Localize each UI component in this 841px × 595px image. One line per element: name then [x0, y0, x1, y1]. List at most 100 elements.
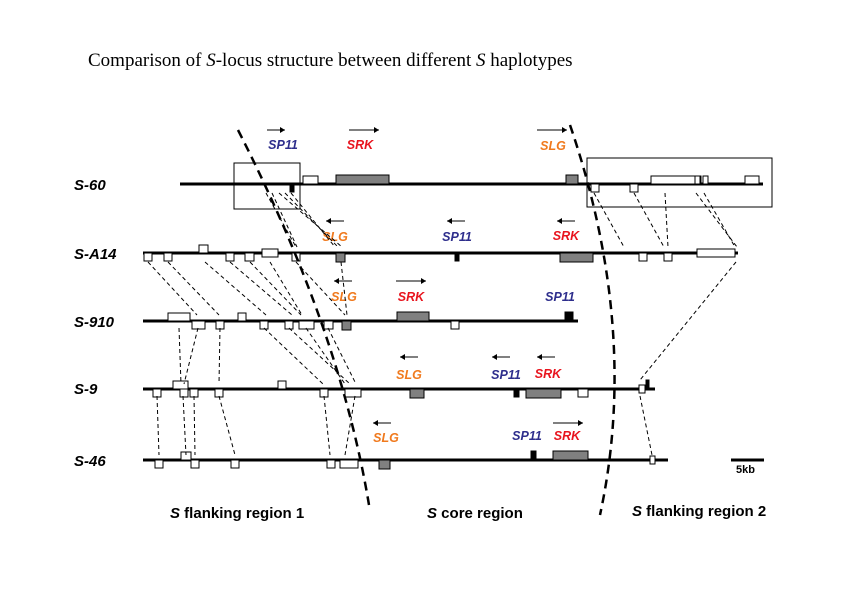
- flanking-gene-box: [319, 388, 329, 398]
- homology-connector: [269, 261, 303, 316]
- title-part: S: [206, 50, 216, 71]
- homology-connector: [703, 192, 736, 248]
- arrowhead: [280, 127, 285, 133]
- sp11-block: [564, 311, 574, 322]
- haplotype-label: S-60: [74, 177, 106, 194]
- gene-label-srk: SRK: [553, 229, 580, 243]
- haplotype-label: S-46: [74, 453, 106, 470]
- figure-title: Comparison of S-locus structure between …: [88, 50, 573, 72]
- arrowhead: [537, 354, 542, 360]
- sp11-block: [645, 379, 650, 390]
- homology-connector: [305, 327, 346, 385]
- gene-block: [335, 252, 346, 263]
- flanking-gene-box: [302, 175, 319, 185]
- flanking-gene-box: [649, 455, 656, 465]
- title-part: Comparison of: [88, 50, 207, 71]
- flanking-gene-box: [323, 320, 334, 330]
- homology-connector: [156, 395, 160, 456]
- gene-label-srk: SRK: [535, 367, 562, 381]
- region-label-text: flanking region 2: [642, 503, 766, 520]
- homology-connector: [295, 261, 346, 316]
- homology-connector: [633, 192, 665, 248]
- arrowhead: [492, 354, 497, 360]
- region-label-text: core region: [437, 505, 523, 522]
- flanking-gene-box: [339, 459, 359, 469]
- title-part: -locus structure between different: [215, 50, 476, 71]
- homology-connector: [664, 192, 669, 248]
- flanking-gene-box: [744, 175, 760, 185]
- gene-label-srk: SRK: [398, 290, 425, 304]
- gene-label-slg: SLG: [322, 230, 348, 244]
- homology-connector: [323, 395, 331, 456]
- flanking-gene-box: [650, 175, 702, 185]
- region-label: S flanking region 1: [170, 505, 304, 522]
- flanking-gene-box: [696, 248, 736, 258]
- flanking-gene-box: [284, 320, 294, 330]
- flanking-gene-box: [214, 388, 224, 398]
- arrowhead: [421, 278, 426, 284]
- flanking-gene-box: [198, 244, 209, 254]
- gene-label-sp11: SP11: [442, 230, 472, 244]
- gene-block: [525, 388, 562, 399]
- homology-connector: [639, 395, 653, 456]
- homology-connector: [271, 192, 298, 248]
- homology-connector: [183, 327, 199, 385]
- homology-connector: [288, 327, 351, 385]
- gene-block: [341, 320, 352, 331]
- flanking-gene-box: [154, 459, 164, 469]
- region-box: [586, 157, 773, 208]
- haplotype-label: S-9: [74, 381, 98, 398]
- gene-label-slg: SLG: [373, 431, 399, 445]
- gene-block: [552, 450, 589, 461]
- boundary-curve-left: [236, 129, 371, 506]
- flanking-gene-box: [577, 388, 589, 398]
- flanking-gene-box: [261, 248, 279, 258]
- homology-connector: [263, 327, 324, 385]
- flanking-gene-box: [163, 252, 173, 262]
- arrowhead: [562, 127, 567, 133]
- gene-block: [409, 388, 425, 399]
- arrowhead: [334, 278, 339, 284]
- arrowhead: [374, 127, 379, 133]
- flanking-gene-box: [244, 252, 255, 262]
- homology-connector: [167, 261, 220, 316]
- gene-label-sp11: SP11: [491, 368, 521, 382]
- flanking-gene-box: [638, 384, 646, 394]
- region-label-italic: S: [170, 505, 180, 522]
- flanking-gene-box: [694, 175, 701, 185]
- arrowhead: [578, 420, 583, 426]
- flanking-gene-box: [191, 320, 206, 330]
- flanking-gene-box: [172, 380, 189, 390]
- homology-connector: [249, 261, 302, 316]
- flanking-gene-box: [663, 252, 673, 262]
- homology-connector: [193, 395, 196, 456]
- gene-block: [335, 174, 390, 185]
- region-label: S flanking region 2: [632, 503, 766, 520]
- homology-connector: [340, 261, 348, 316]
- flanking-gene-box: [326, 459, 336, 469]
- region-label-italic: S: [427, 505, 437, 522]
- flanking-gene-box: [259, 320, 269, 330]
- gene-label-slg: SLG: [331, 290, 357, 304]
- sp11-block: [530, 450, 537, 461]
- gene-block: [396, 311, 430, 322]
- arrowhead: [447, 218, 452, 224]
- scale-bar-label: 5kb: [736, 464, 755, 476]
- gene-label-slg: SLG: [396, 368, 422, 382]
- homology-connector: [695, 192, 738, 248]
- gene-label-srk: SRK: [347, 138, 374, 152]
- flanking-gene-box: [179, 388, 189, 398]
- gene-block: [559, 252, 594, 263]
- gene-label-sp11: SP11: [268, 138, 298, 152]
- flanking-gene-box: [277, 380, 287, 390]
- flanking-gene-box: [629, 183, 639, 193]
- arrowhead: [400, 354, 405, 360]
- haplotype-label: S-A14: [74, 246, 117, 263]
- title-part: haplotypes: [485, 50, 573, 71]
- homology-connector: [147, 261, 198, 316]
- flanking-gene-box: [230, 459, 240, 469]
- flanking-gene-box: [143, 252, 153, 262]
- flanking-gene-box: [215, 320, 225, 330]
